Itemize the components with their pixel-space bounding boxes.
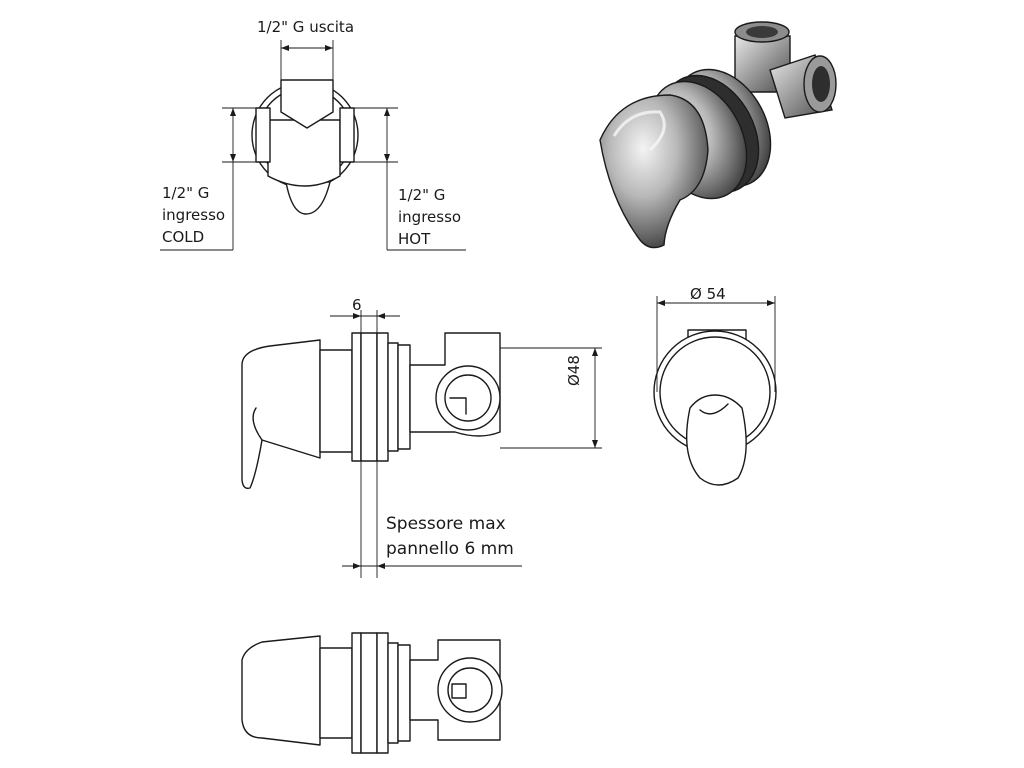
dim-6-label: 6	[352, 296, 362, 314]
dim-48-label: Ø48	[565, 355, 583, 386]
inlet-hot-line-1: 1/2" G	[398, 186, 446, 204]
isometric-view	[599, 21, 837, 249]
inlet-hot-line-2: ingresso	[398, 208, 462, 226]
inlet-hot-line-3: HOT	[398, 230, 431, 248]
inlet-cold-line-2: ingresso	[162, 206, 226, 224]
dim-54-label: Ø 54	[690, 285, 726, 303]
outlet-label: 1/2" G uscita	[257, 18, 355, 36]
bottom-view	[241, 632, 503, 754]
inlet-cold-line-1: 1/2" G	[162, 184, 210, 202]
inlet-cold-label: 1/2" G ingresso COLD	[162, 182, 225, 248]
panel-note: Spessore max pannello 6 mm	[386, 512, 514, 562]
panel-note-line-2: pannello 6 mm	[386, 539, 514, 559]
inlet-cold-line-3: COLD	[162, 228, 205, 246]
side-view	[241, 310, 602, 578]
inlet-hot-label: 1/2" G ingresso HOT	[398, 184, 461, 250]
panel-note-line-1: Spessore max	[386, 514, 506, 534]
top-view	[160, 40, 466, 251]
front-view	[653, 296, 777, 486]
